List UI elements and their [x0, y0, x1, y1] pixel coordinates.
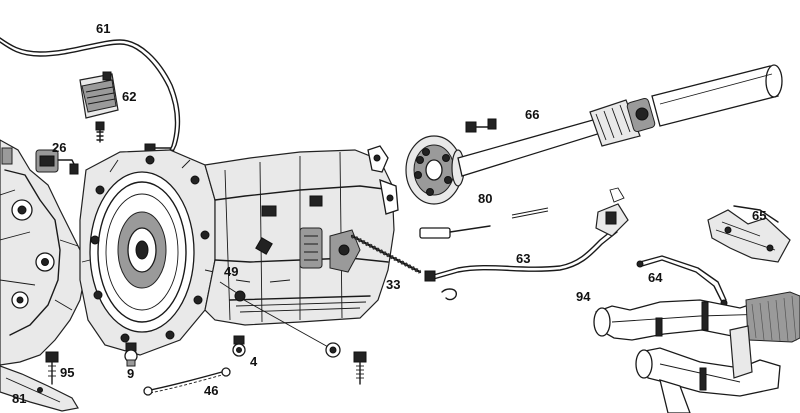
- control-unit-62: [79, 71, 119, 143]
- callout-61: 61: [96, 21, 111, 36]
- bolt-95: [45, 351, 59, 385]
- callout-66: 66: [525, 107, 540, 122]
- transmission-mount-65: [707, 205, 791, 263]
- callout-33: 33: [386, 277, 401, 292]
- callout-81: 81: [12, 391, 27, 406]
- transmission-bell-housing: [79, 149, 216, 356]
- callout-95: 95: [60, 365, 75, 380]
- callout-46: 46: [204, 383, 219, 398]
- strap-64: [636, 255, 728, 307]
- callout-62: 62: [122, 89, 137, 104]
- bolt-4: [232, 335, 246, 357]
- flex-disc-bolts: [419, 118, 549, 239]
- callout-4: 4: [250, 354, 258, 369]
- cable-63: [424, 187, 629, 301]
- engine-block-part: [0, 139, 86, 366]
- cover-plate-81: [0, 365, 79, 412]
- washer-and-bolt: [325, 342, 367, 385]
- transmission-main-case: [204, 145, 399, 326]
- bolt-9: [124, 342, 138, 367]
- sensor-26: [35, 149, 79, 175]
- callout-64: 64: [648, 270, 663, 285]
- callout-26: 26: [52, 140, 67, 155]
- callout-9: 9: [127, 366, 135, 381]
- shift-rod-33: [350, 234, 422, 274]
- callout-49: 49: [224, 264, 239, 279]
- bolt-49: [219, 281, 331, 349]
- flex-disc-80: [405, 135, 465, 205]
- propeller-shaft-66: [457, 64, 783, 177]
- ground-strap-46: [143, 367, 231, 396]
- exhaust-system-94: [593, 291, 800, 413]
- callout-80: 80: [478, 191, 493, 206]
- callout-65: 65: [752, 208, 767, 223]
- callout-63: 63: [516, 251, 531, 266]
- callout-94: 94: [576, 289, 591, 304]
